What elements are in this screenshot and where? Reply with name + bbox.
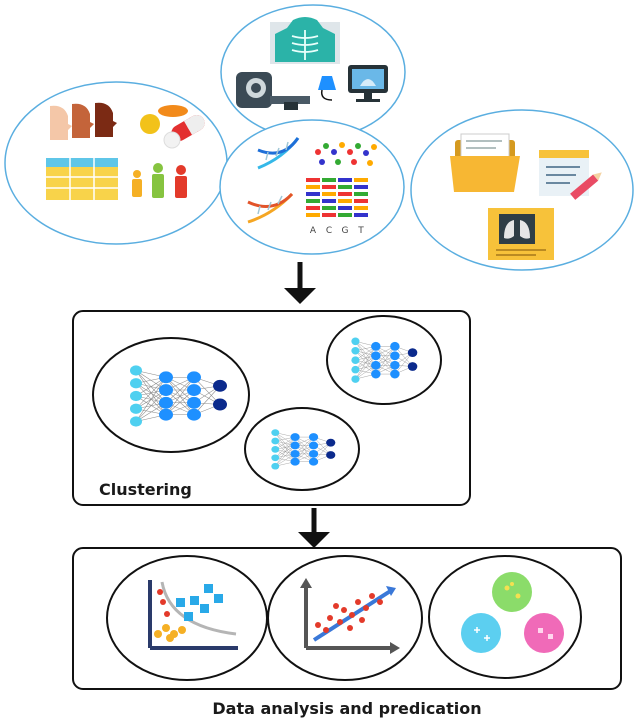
regression-plot-icon (267, 555, 423, 681)
neural-net-cluster-small-bottom (244, 407, 360, 491)
clustering-label: Clustering (99, 480, 192, 499)
neural-net-cluster-small-top (326, 315, 442, 405)
scatter-cluster-plot-icon (106, 555, 268, 681)
dna-dots-icon (315, 142, 377, 166)
xray-torso-icon (270, 17, 340, 64)
dna-letter-c: C (326, 226, 332, 236)
sequencing-bars-icon: A C G T (306, 178, 368, 236)
demographics-circle (4, 81, 228, 245)
ultrasound-monitor-icon (318, 65, 388, 102)
genomics-circle: A C G T (219, 119, 405, 255)
dna-letter-t: T (357, 226, 364, 236)
arrow-to-clustering (284, 262, 316, 304)
ct-scanner-icon (236, 72, 310, 110)
family-people-icon (132, 163, 187, 198)
clusters-blobs-icon (428, 555, 582, 679)
analysis-box (72, 547, 622, 690)
neural-net-cluster-large (92, 337, 250, 453)
pills-icon (140, 105, 205, 149)
dna-helix-icon (247, 137, 300, 224)
clustering-box: Clustering (72, 310, 471, 506)
folder-icon (450, 133, 520, 192)
spreadsheet-icon (46, 158, 118, 200)
analysis-label: Data analysis and predication (212, 699, 481, 718)
dna-letter-a: A (310, 226, 317, 236)
lung-report-icon (488, 208, 554, 260)
records-circle (410, 109, 634, 271)
dna-letter-g: G (342, 226, 349, 236)
arrow-to-analysis (298, 508, 330, 548)
imaging-circle (220, 4, 406, 140)
people-heads-icon (50, 102, 117, 140)
document-pencil-icon (539, 150, 602, 200)
